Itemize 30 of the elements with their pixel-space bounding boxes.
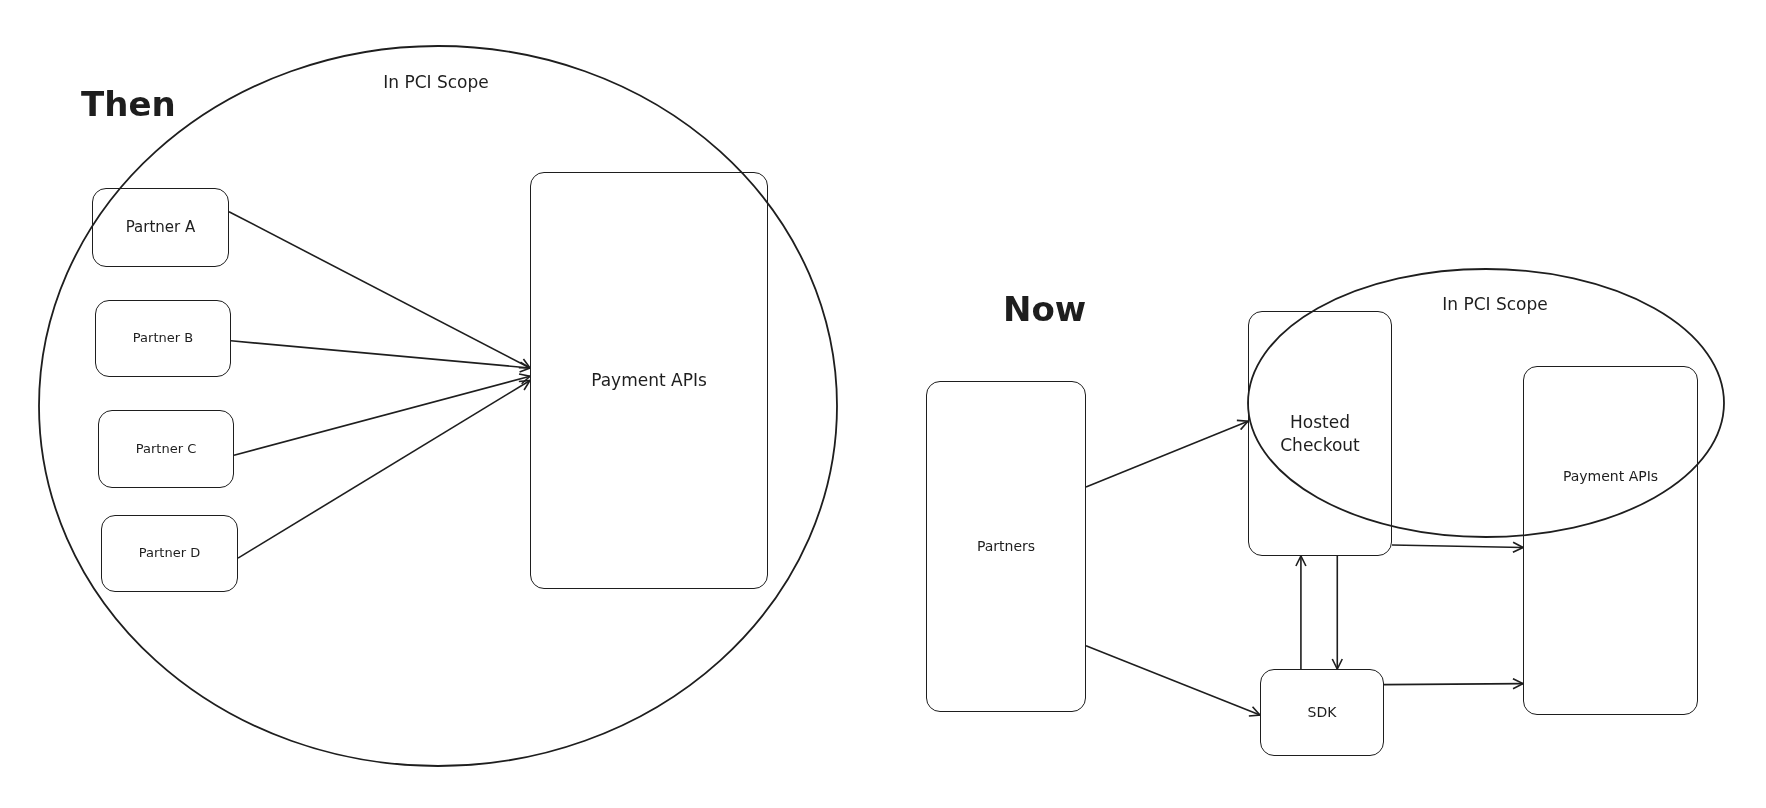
process-box [926,381,1086,712]
box-label: Partner D [138,545,201,562]
section-heading: Now [1003,289,1087,329]
box-label: SDK [1307,703,1337,722]
arrow [230,340,531,373]
box-label: Partner B [132,330,194,347]
process-box [1523,366,1698,715]
arrow [1383,677,1524,690]
process-box [101,515,238,592]
box-label: Payment APIs [591,369,707,392]
process-box [1260,669,1384,756]
arrow [228,210,531,369]
process-box [98,410,234,488]
arrow [1391,541,1524,554]
arrow [233,373,531,457]
section-heading: Then [81,84,176,124]
arrow [1085,419,1249,488]
process-box [1248,311,1392,556]
box-label: Partner C [135,440,197,458]
box-label: Hosted Checkout [1279,411,1361,456]
arrow [1295,555,1307,670]
arrow [1085,645,1261,717]
box-label: Partners [976,537,1036,556]
arrow [237,379,531,559]
box-label: Payment APIs [1562,467,1659,486]
scope-label: In PCI Scope [1442,294,1548,314]
scope-label: In PCI Scope [383,72,489,92]
process-box [95,300,231,377]
arrow [1331,555,1344,670]
box-label: Partner A [125,217,196,238]
